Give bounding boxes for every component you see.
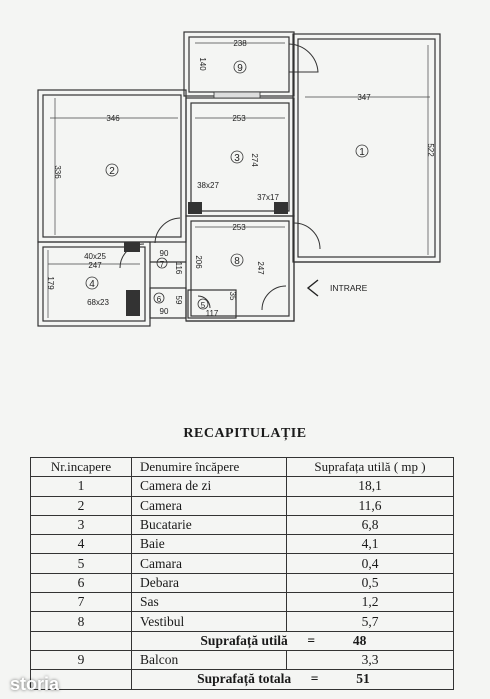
room-area: 5,7 [286, 611, 454, 632]
storia-watermark-logo: storia [10, 674, 60, 694]
dim-camara-width: 117 [206, 309, 219, 318]
table-row-balcony: 9 Balcon 3,3 [30, 649, 454, 671]
table-row: 3 Bucatarie 6,8 [30, 514, 454, 536]
room-number-4: 4 [89, 279, 95, 290]
room-name: Sas [131, 592, 287, 613]
bath-outline [37, 241, 151, 327]
total-area-value: 51 [356, 671, 370, 687]
room-area: 0,5 [286, 572, 454, 594]
column-header: Nr.incapere [30, 456, 132, 478]
room-area: 6,8 [286, 514, 454, 536]
recap-table: Nr.incapere Denumire încăpere Suprafața … [30, 456, 454, 690]
dim-hall-height-1: 206 [194, 255, 203, 269]
dim-hall-width: 253 [232, 223, 246, 232]
util-area-value: 48 [352, 632, 367, 648]
living-room-outline [292, 33, 441, 263]
util-area-equals: = [307, 632, 316, 648]
dim-kitchen-duct: 38x27 [197, 181, 219, 190]
room-area: 3,3 [286, 649, 454, 671]
dim-kitchen-height: 274 [250, 153, 259, 167]
util-area-row: Suprafață utilă = 48 [30, 630, 454, 651]
room-area: 11,6 [286, 495, 454, 516]
dim-debara-height: 59 [174, 296, 183, 305]
room-area: 18,1 [286, 476, 454, 497]
util-area-label: Suprafață utilă [200, 632, 288, 648]
room-name: Camera de zi [131, 476, 287, 497]
dim-balcony-height: 140 [198, 57, 207, 71]
dim-hall-height-2: 247 [256, 261, 265, 275]
row-number: 1 [30, 476, 132, 497]
room-number-7: 7 [160, 260, 165, 269]
table-row: 2 Camera 11,6 [30, 495, 454, 516]
total-area-label: Suprafață totala [197, 671, 292, 687]
entrance-label: INTRARE [330, 283, 368, 293]
entrance-arrow-icon [306, 279, 319, 297]
room-number-5: 5 [201, 301, 206, 310]
row-number: 9 [30, 649, 132, 671]
table-row: 5 Camara 0,4 [30, 553, 454, 574]
dim-living-width: 347 [357, 93, 371, 102]
dim-room2-height: 336 [53, 165, 62, 179]
row-number: 2 [30, 495, 132, 516]
room-name: Debara [131, 572, 287, 594]
room-name: Camera [131, 495, 287, 516]
room-area: 1,2 [286, 592, 454, 613]
dim-bath-duct-2: 68x23 [87, 298, 109, 307]
dim-hall-duct: 37x17 [257, 193, 279, 202]
floor-plan: 1 2 3 4 5 6 7 8 9 238 140 347 522 346 33… [37, 31, 441, 327]
room-number-2: 2 [109, 166, 115, 177]
total-area-equals: = [310, 671, 319, 687]
row-number: 6 [30, 572, 132, 594]
dim-debara-width: 90 [160, 307, 169, 316]
table-row: 8 Vestibul 5,7 [30, 611, 454, 632]
room-area: 4,1 [286, 534, 454, 555]
room-name: Vestibul [131, 611, 287, 632]
dim-camara-height: 35 [228, 292, 237, 301]
room-name: Bucatarie [131, 514, 287, 536]
dim-sas-height: 116 [174, 262, 183, 275]
recap-title: RECAPITULAȚIE [183, 426, 307, 441]
table-row: 4 Baie 4,1 [30, 534, 454, 555]
dim-bath-width: 247 [88, 261, 102, 270]
room-number-3: 3 [234, 153, 240, 164]
table-row: 6 Debara 0,5 [30, 572, 454, 594]
dim-balcony-width: 238 [233, 39, 247, 48]
row-number: 8 [30, 611, 132, 632]
column-header: Denumire încăpere [131, 456, 287, 478]
dim-kitchen-width: 253 [232, 114, 246, 123]
total-area-row: Suprafață totala = 51 [30, 669, 454, 690]
room-name: Baie [131, 534, 287, 555]
row-number: 5 [30, 553, 132, 574]
row-number: 3 [30, 514, 132, 536]
dim-bath-duct: 40x25 [84, 252, 106, 261]
room-number-8: 8 [234, 256, 240, 267]
dim-living-height: 522 [426, 143, 435, 157]
row-number: 4 [30, 534, 132, 555]
room-name: Camara [131, 553, 287, 574]
room-number-1: 1 [359, 147, 365, 158]
room-number-6: 6 [157, 295, 162, 304]
dim-bath-height: 179 [46, 276, 55, 290]
room-number-9: 9 [237, 63, 243, 74]
column-header: Suprafața utilă ( mp ) [286, 456, 454, 478]
row-number: 7 [30, 592, 132, 613]
dim-sas-width: 90 [160, 249, 169, 258]
table-header-row: Nr.incapere Denumire încăpere Suprafața … [30, 456, 454, 478]
room-name: Balcon [131, 649, 287, 671]
table-row: 1 Camera de zi 18,1 [30, 476, 454, 497]
dim-room2-width: 346 [106, 114, 120, 123]
room-area: 0,4 [286, 553, 454, 574]
table-row: 7 Sas 1,2 [30, 592, 454, 613]
